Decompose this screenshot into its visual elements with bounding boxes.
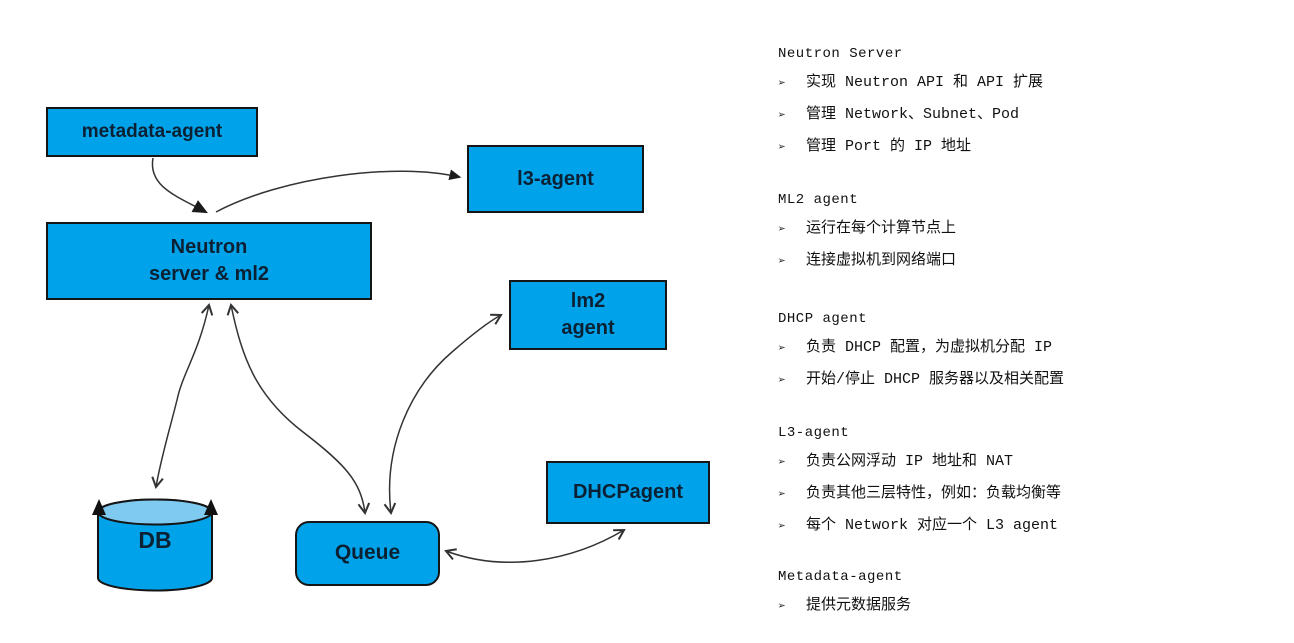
bullet-arrow-icon: ➢ [778, 108, 786, 123]
bullet-arrow-icon: ➢ [778, 76, 786, 91]
bullet-text: 每个 Network 对应一个 L3 agent [806, 517, 1059, 534]
arrow-server-queue [231, 305, 365, 513]
notes-bullet-list: ➢ 负责 DHCP 配置，为虚拟机分配 IP ➢ 开始/停止 DHCP 服务器以… [778, 338, 1288, 391]
bullet-text: 管理 Port 的 IP 地址 [806, 138, 972, 155]
node-lm2-agent-label-line2: agent [561, 317, 615, 339]
bullet-text: 提供元数据服务 [806, 597, 912, 614]
bullet-arrow-icon: ➢ [778, 373, 786, 388]
list-item: ➢ 负责公网浮动 IP 地址和 NAT [778, 452, 1288, 473]
list-item: ➢ 实现 Neutron API 和 API 扩展 [778, 73, 1288, 94]
notes-section-dhcp-agent: DHCP agent ➢ 负责 DHCP 配置，为虚拟机分配 IP ➢ 开始/停… [778, 310, 1288, 402]
notes-bullet-list: ➢ 提供元数据服务 [778, 596, 1288, 617]
bullet-arrow-icon: ➢ [778, 341, 786, 356]
node-l3-agent-label: l3-agent [517, 167, 594, 190]
list-item: ➢ 管理 Port 的 IP 地址 [778, 137, 1288, 158]
node-neutron-server-label-line1: Neutron [170, 236, 248, 258]
bullet-text: 连接虚拟机到网络端口 [806, 252, 957, 269]
bullet-arrow-icon: ➢ [778, 455, 786, 470]
list-item: ➢ 负责 DHCP 配置，为虚拟机分配 IP [778, 338, 1288, 359]
node-l3-agent: l3-agent [467, 145, 644, 213]
notes-bullet-list: ➢ 实现 Neutron API 和 API 扩展 ➢ 管理 Network、S… [778, 73, 1288, 158]
arrow-dhcp-queue [446, 530, 624, 563]
bullet-text: 管理 Network、Subnet、Pod [806, 106, 1020, 123]
notes-bullet-list: ➢ 负责公网浮动 IP 地址和 NAT ➢ 负责其他三层特性，例如：负载均衡等 … [778, 452, 1288, 537]
bullet-arrow-icon: ➢ [778, 487, 786, 502]
arrow-server-db [156, 305, 209, 487]
bullet-text: 负责 DHCP 配置，为虚拟机分配 IP [806, 339, 1053, 356]
notes-section-title: Metadata-agent [778, 569, 903, 585]
bullet-text: 实现 Neutron API 和 API 扩展 [806, 74, 1044, 91]
node-db-label: DB [138, 527, 172, 553]
bullet-arrow-icon: ➢ [778, 519, 786, 534]
node-dhcp-agent-label: DHCPagent [572, 481, 683, 503]
node-neutron-server-label-line2: server & ml2 [148, 263, 270, 285]
notes-section-title: Neutron Server [778, 46, 903, 62]
bullet-text: 负责公网浮动 IP 地址和 NAT [806, 453, 1014, 470]
bullet-arrow-icon: ➢ [778, 222, 786, 237]
notes-section-title: ML2 agent [778, 192, 859, 208]
bullet-arrow-icon: ➢ [778, 599, 786, 614]
arrow-server-to-l3 [215, 169, 462, 213]
node-queue-label: Queue [334, 541, 401, 565]
node-neutron-server: Neutron server & ml2 [46, 222, 372, 300]
list-item: ➢ 开始/停止 DHCP 服务器以及相关配置 [778, 370, 1288, 391]
bullet-text: 运行在每个计算节点上 [806, 220, 957, 237]
bullet-text: 负责其他三层特性，例如：负载均衡等 [806, 485, 1062, 502]
arrow-metadata-to-server [151, 157, 208, 214]
list-item: ➢ 提供元数据服务 [778, 596, 1288, 617]
bullet-arrow-icon: ➢ [778, 140, 786, 155]
list-item: ➢ 管理 Network、Subnet、Pod [778, 105, 1288, 126]
node-lm2-agent: lm2 agent [509, 280, 667, 350]
list-item: ➢ 运行在每个计算节点上 [778, 219, 1288, 240]
node-metadata-agent-label: metadata-agent [81, 121, 223, 143]
bullet-arrow-icon: ➢ [778, 254, 786, 269]
notes-section-neutron-server: Neutron Server ➢ 实现 Neutron API 和 API 扩展… [778, 45, 1288, 169]
node-dhcp-agent: DHCPagent [546, 461, 710, 524]
notes-section-title: DHCP agent [778, 311, 868, 327]
bullet-text: 开始/停止 DHCP 服务器以及相关配置 [806, 371, 1065, 388]
notes-section-title: L3-agent [778, 425, 850, 441]
list-item: ➢ 连接虚拟机到网络端口 [778, 251, 1288, 272]
node-metadata-agent: metadata-agent [46, 107, 258, 157]
notes-section-ml2-agent: ML2 agent ➢ 运行在每个计算节点上 ➢ 连接虚拟机到网络端口 [778, 191, 1288, 283]
notes-bullet-list: ➢ 运行在每个计算节点上 ➢ 连接虚拟机到网络端口 [778, 219, 1288, 272]
list-item: ➢ 负责其他三层特性，例如：负载均衡等 [778, 484, 1288, 505]
list-item: ➢ 每个 Network 对应一个 L3 agent [778, 516, 1288, 537]
notes-section-metadata-agent: Metadata-agent ➢ 提供元数据服务 [778, 568, 1288, 628]
node-lm2-agent-label-line1: lm2 [570, 290, 606, 312]
node-queue: Queue [295, 521, 440, 586]
arrow-queue-lm2 [390, 315, 501, 513]
notes-section-l3-agent: L3-agent ➢ 负责公网浮动 IP 地址和 NAT ➢ 负责其他三层特性，… [778, 424, 1288, 548]
